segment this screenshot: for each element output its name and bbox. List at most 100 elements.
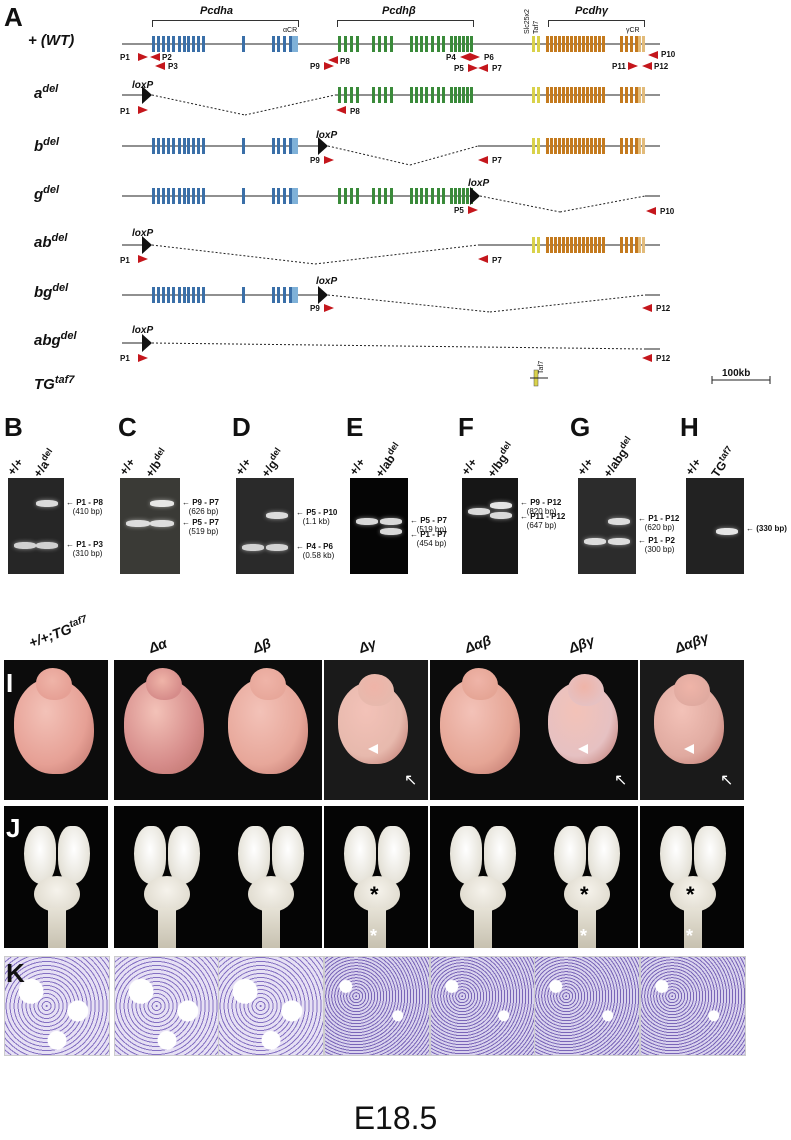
exon-taf7	[537, 87, 540, 103]
taf7-small-label: Taf7	[538, 360, 545, 374]
exon-gamma	[635, 138, 638, 154]
deletion-line	[151, 342, 646, 350]
exon-beta	[431, 87, 434, 103]
brain-cerebellum	[460, 876, 506, 912]
label-pcdhg: Pcdhγ	[575, 5, 609, 17]
brain-cerebellum	[34, 876, 80, 912]
embryo-head	[146, 668, 182, 700]
exon-gamma	[550, 36, 553, 52]
exon-gamma	[602, 36, 605, 52]
primer-label: P11	[612, 62, 626, 71]
exon-beta	[431, 188, 434, 204]
primer-label: P2	[162, 53, 172, 62]
exon-beta	[372, 87, 375, 103]
band-primer-pair: P9 - P12	[528, 498, 562, 507]
column-title-text: +/+;TG	[26, 620, 74, 651]
exon-beta	[390, 87, 393, 103]
gel-band-annotation: ← (330 bp)	[746, 524, 787, 533]
brain-cerebellum	[248, 876, 294, 912]
exon-alpha-cr	[292, 36, 295, 52]
exon-beta	[442, 188, 445, 204]
exon-beta	[462, 87, 465, 103]
exon-alpha	[178, 36, 181, 52]
exon-gamma	[570, 138, 573, 154]
exon-gamma	[558, 138, 561, 154]
exon-gamma	[574, 237, 577, 253]
exon-gamma	[558, 36, 561, 52]
arrow-left-icon: ←	[746, 524, 754, 533]
band-size: (626 bp)	[182, 507, 219, 516]
deletion-line	[151, 244, 316, 265]
brain-cerebellum	[144, 876, 190, 912]
primer-arrow-right	[470, 53, 480, 61]
exon-beta	[454, 87, 457, 103]
exon-beta	[338, 188, 341, 204]
label-acr: αCR	[283, 27, 298, 34]
exon-beta	[420, 188, 423, 204]
brain-stem	[368, 908, 386, 948]
gel-band-annotation: ← P4 - P6 (0.58 kb)	[296, 542, 334, 560]
gel-mutant-text: +/a	[30, 458, 52, 480]
exon-slc	[532, 87, 535, 103]
exon-alpha	[183, 36, 186, 52]
embryo-head	[250, 668, 286, 700]
exon-alpha	[197, 138, 200, 154]
exon-beta	[450, 36, 453, 52]
bracket-beta	[337, 20, 474, 27]
arrow-left-icon: ←	[296, 542, 304, 551]
exon-gamma	[590, 138, 593, 154]
primer-arrow-left	[336, 106, 346, 114]
gel-mutant-text: +/ab	[372, 452, 398, 480]
stage-label: E18.5	[353, 1100, 438, 1136]
exon-alpha	[152, 138, 155, 154]
loxp-triangle	[318, 286, 328, 304]
exon-gamma	[570, 237, 573, 253]
exon-alpha	[172, 36, 175, 52]
exon-beta	[458, 36, 461, 52]
exon-alpha	[283, 138, 286, 154]
exon-alpha	[277, 36, 280, 52]
exon-alpha	[289, 36, 292, 52]
band-primer-pair: P1 - P7	[418, 530, 447, 539]
gel-band-annotation: ← P5 - P10 (1.1 kb)	[296, 508, 337, 526]
embryo-photo	[4, 660, 108, 800]
gel-mutant-text: +/bg	[484, 451, 511, 480]
exon-beta	[458, 188, 461, 204]
exon-gamma	[546, 237, 549, 253]
exon-beta	[372, 36, 375, 52]
arrow-left-icon: ←	[638, 536, 646, 545]
primer-arrow-left	[460, 53, 470, 61]
genotype-tgtaf7: TGtaf7	[34, 374, 75, 393]
genotype-column-title: Δγ	[357, 635, 379, 656]
exon-beta	[425, 188, 428, 204]
primer-arrow-right	[138, 106, 148, 114]
exon-alpha	[178, 287, 181, 303]
gel-lane-label-wt: +/+	[4, 455, 26, 478]
gel-lane-label-mutant: +/adel	[29, 446, 59, 480]
band-primer-pair: P1 - P2	[646, 536, 675, 545]
arrow-left-icon: ←	[410, 530, 418, 539]
genotype-gdel: gdel	[34, 184, 60, 203]
exon-alpha	[187, 138, 190, 154]
exon-beta	[415, 188, 418, 204]
exon-gamma	[566, 237, 569, 253]
brain-hemisphere-left	[450, 826, 482, 884]
exon-alpha	[192, 138, 195, 154]
exon-gamma	[625, 87, 628, 103]
exon-alpha	[167, 36, 170, 52]
exon-gamma	[546, 36, 549, 52]
deletion-line	[314, 244, 479, 265]
gel-lane-label-mutant: +/abgdel	[599, 434, 638, 480]
exon-beta	[437, 87, 440, 103]
brain-stem	[48, 908, 66, 948]
band-primer-pair: P5 - P7	[190, 518, 219, 527]
photo-grid: ↖**↖**↖**	[0, 660, 791, 1090]
band-primer-pair: P9 - P7	[190, 498, 219, 507]
genotype-column-title: Δαβγ	[673, 629, 711, 656]
exon-alpha	[289, 287, 292, 303]
exon-gamma	[570, 36, 573, 52]
gel-lane-label-wt: +/+	[232, 455, 254, 478]
exon-beta	[462, 36, 465, 52]
column-title-text: Δβ	[250, 634, 274, 656]
exon-gamma	[625, 138, 628, 154]
